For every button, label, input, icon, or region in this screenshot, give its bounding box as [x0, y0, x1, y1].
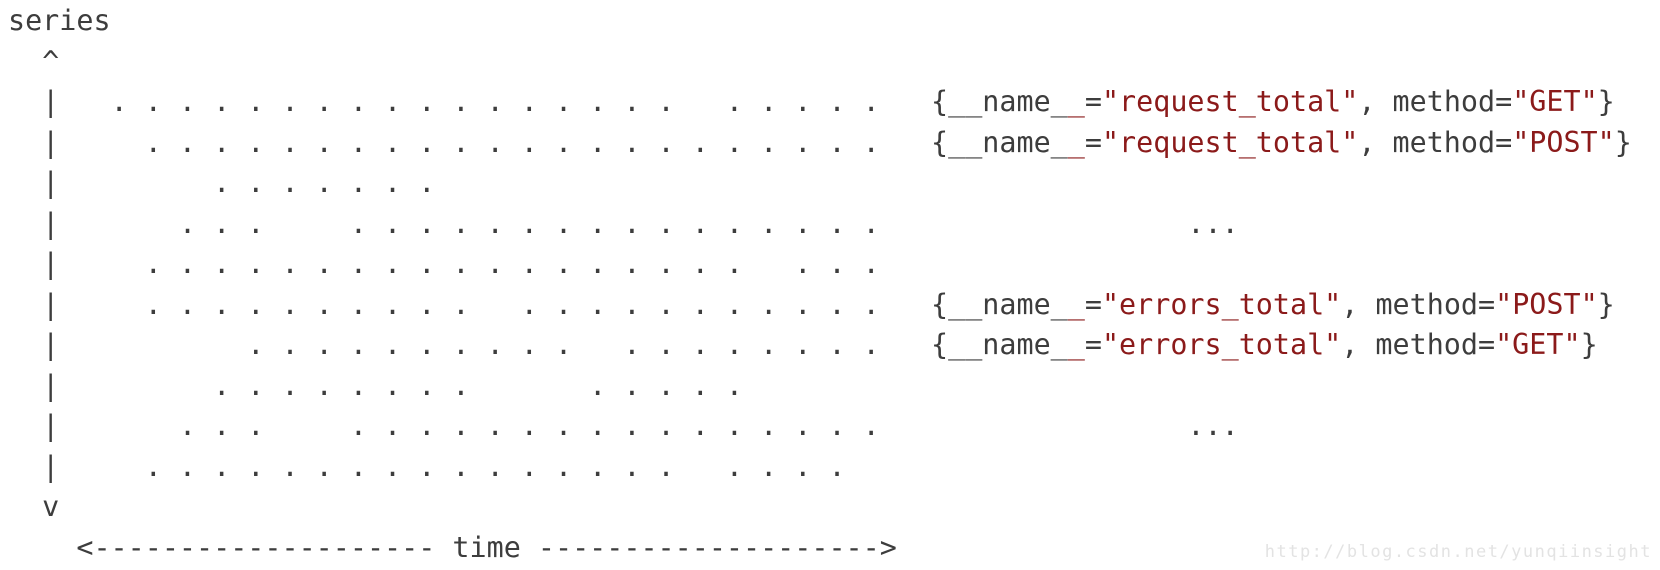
- diagram-line: v: [8, 490, 60, 523]
- diagram-line: | . . . . . . . . . . . . . . . . . . . …: [8, 409, 1239, 442]
- diagram-line: | . . . . . . . . . . . . .: [8, 368, 761, 402]
- diagram-line: | . . . . . . .: [8, 166, 453, 199]
- diagram-line: | . . . . . . . . . . . . . . . . . . . …: [8, 206, 1239, 240]
- diagram-line: | . . . . . . . . . . . . . . . . . . {_…: [8, 328, 1598, 361]
- diagram-line: <-------------------- time -------------…: [8, 530, 897, 564]
- diagram-line: ^: [8, 44, 60, 78]
- diagram-line: | . . . . . . . . . . . . . . . . . . . …: [8, 247, 897, 280]
- diagram-line: series: [8, 4, 111, 37]
- diagram-line: | . . . . . . . . . . . . . . . . . . . …: [8, 85, 1615, 118]
- diagram-line: | . . . . . . . . . . . . . . . . . . . …: [8, 125, 1632, 159]
- diagram-line: | . . . . . . . . . . . . . . . . . . . …: [8, 287, 1615, 321]
- diagram-line: | . . . . . . . . . . . . . . . . . . . …: [8, 449, 863, 483]
- watermark: http://blog.csdn.net/yunqiinsight: [1264, 542, 1652, 562]
